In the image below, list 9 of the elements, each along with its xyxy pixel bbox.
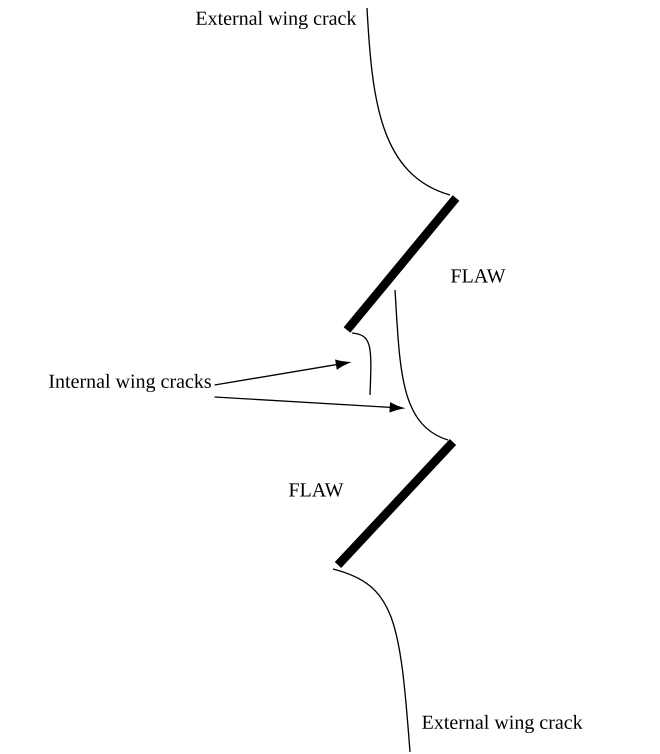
crack-drawing [394,290,448,441]
crack-drawing [352,332,372,396]
flaw-label: FLAW [451,269,506,283]
flaw-label: FLAW [289,483,344,497]
crack-label: External wing crack [196,10,356,30]
leader-arrow [214,360,350,386]
leader-arrow [214,396,404,412]
callout-text: Internal wing cracks [49,374,211,392]
crack-label: External wing crack [422,714,583,734]
